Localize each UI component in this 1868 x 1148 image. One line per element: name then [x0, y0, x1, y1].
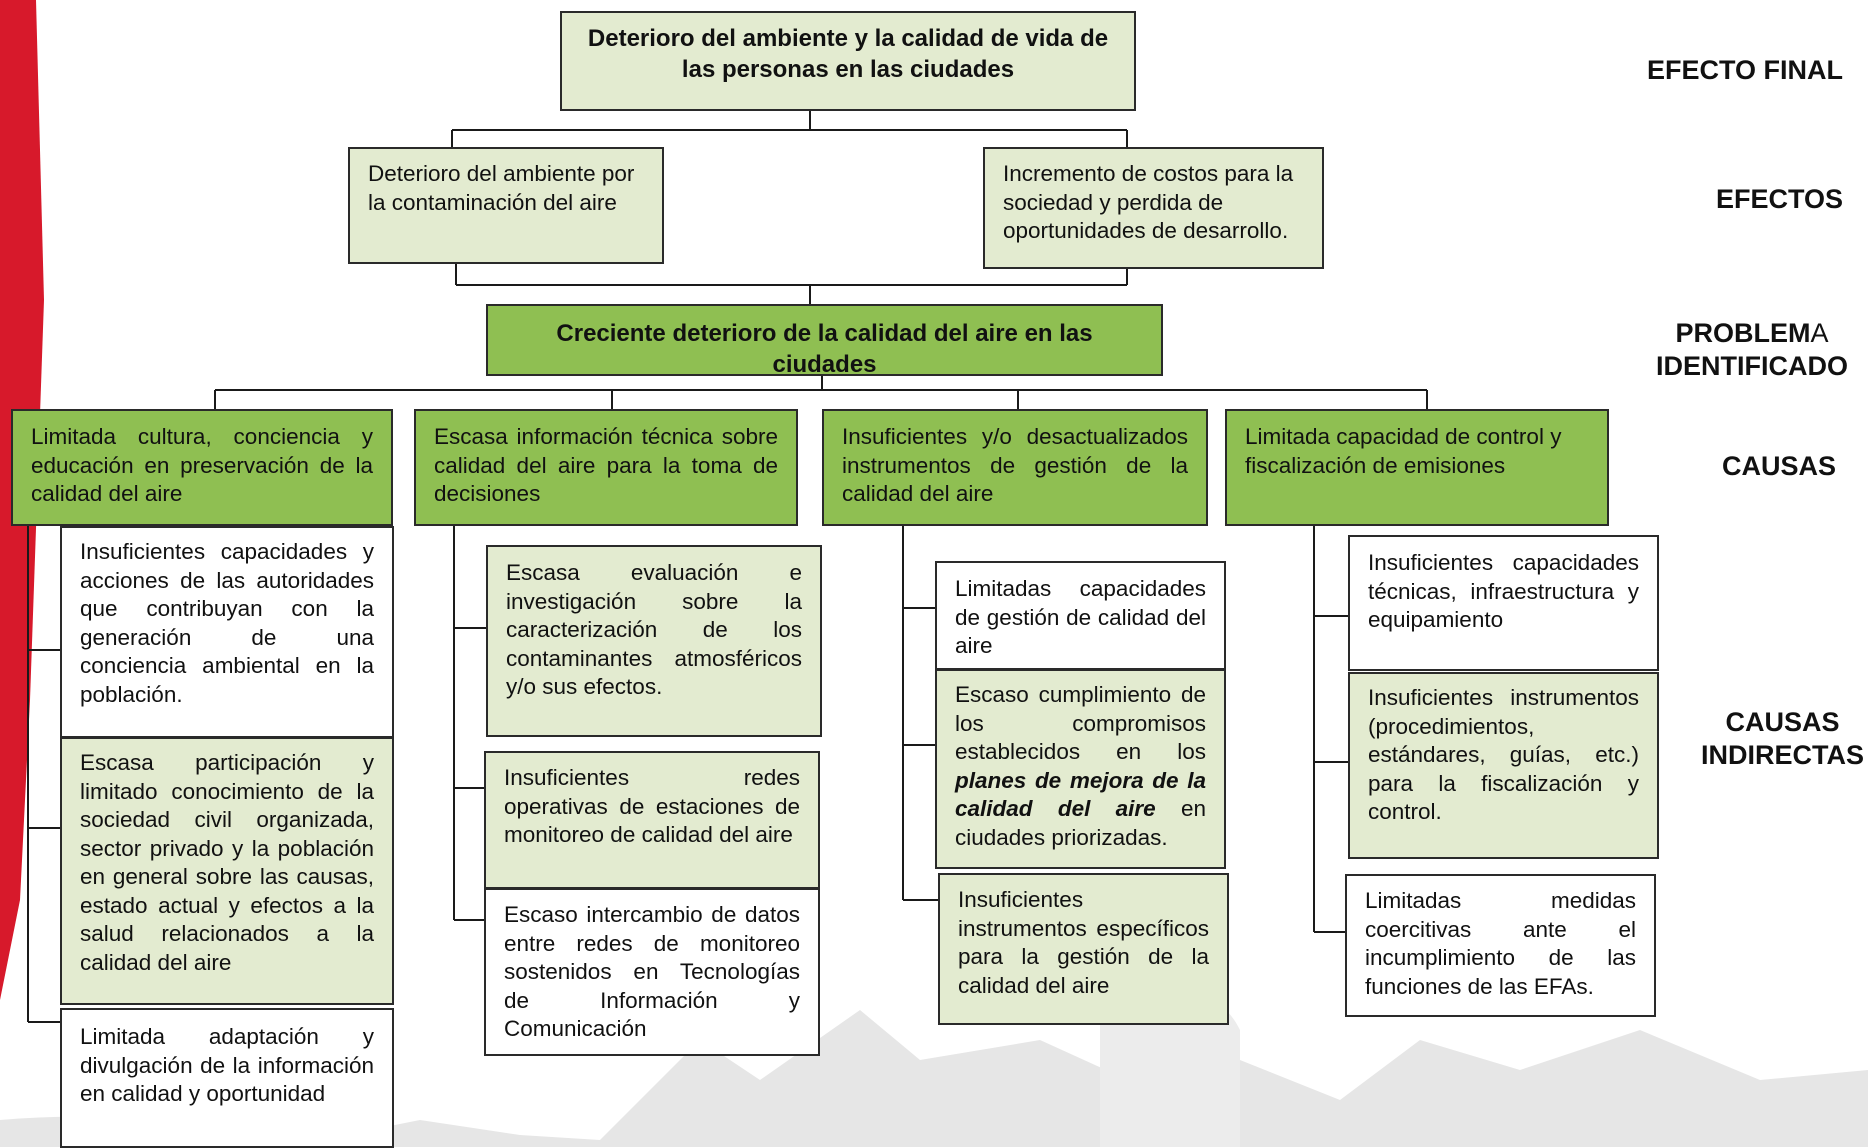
cause-text-4: Limitada capacidad de control y fiscaliz…: [1245, 424, 1562, 478]
indirect-2-1-text: Escasa evaluación e investigación sobre …: [506, 560, 802, 699]
indirect-4-2: Insuficientes instrumentos (procedimient…: [1348, 672, 1659, 859]
indirect-1-3-text: Limitada adaptación y divulgación de la …: [80, 1024, 374, 1106]
indirect-1-3: Limitada adaptación y divulgación de la …: [60, 1008, 394, 1148]
indirect-3-1-text: Limitadas capacidades de gestión de cali…: [955, 576, 1206, 658]
cause-text-1: Limitada cultura, conciencia y educación…: [31, 424, 373, 506]
indirect-3-2-emphasis: planes de mejora de la calidad del aire: [955, 767, 1206, 822]
effect-box-2: Incremento de costos para la sociedad y …: [983, 147, 1324, 269]
cause-text-3: Insuficientes y/o desactualizados instru…: [842, 424, 1188, 506]
indirect-3-3-text: Insuficientes instrumentos específicos p…: [958, 887, 1209, 998]
label-final-effect-text: EFECTO FINAL: [1646, 55, 1843, 85]
indirect-1-2-text: Escasa participación y limitado conocimi…: [80, 750, 374, 975]
effect-box-1: Deterioro del ambiente por la contaminac…: [348, 147, 664, 264]
indirect-1-2: Escasa participación y limitado conocimi…: [60, 737, 394, 1005]
indirect-3-2: Escaso cumplimiento de los compromisos e…: [935, 669, 1226, 869]
label-problem-text-c: IDENTIFICADO: [1656, 351, 1848, 381]
indirect-4-1-text: Insuficientes capacidades técnicas, infr…: [1368, 550, 1639, 632]
final-effect-box: Deterioro del ambiente y la calidad de v…: [560, 11, 1136, 111]
indirect-3-2-post: en ciudades priorizadas.: [955, 796, 1206, 850]
problem-text: Creciente deterioro de la calidad del ai…: [556, 320, 1093, 376]
effect-text-1: Deterioro del ambiente por la contaminac…: [368, 161, 635, 215]
label-effects: EFECTOS: [1716, 183, 1843, 216]
indirect-2-3-text: Escaso intercambio de datos entre redes …: [504, 902, 800, 1041]
label-effects-text: EFECTOS: [1715, 184, 1843, 214]
label-causes-text: CAUSAS: [1721, 451, 1836, 481]
mountain-silhouette: [0, 1010, 1868, 1147]
indirect-3-3: Insuficientes instrumentos específicos p…: [938, 873, 1229, 1025]
indirect-2-3: Escaso intercambio de datos entre redes …: [484, 888, 820, 1056]
indirect-2-1: Escasa evaluación e investigación sobre …: [486, 545, 822, 737]
indirect-3-2-pre: Escaso cumplimiento de los compromisos e…: [955, 682, 1206, 764]
label-indirect-causes: CAUSAS INDIRECTAS: [1701, 706, 1864, 772]
indirect-3-1: Limitadas capacidades de gestión de cali…: [935, 561, 1226, 670]
indirect-1-1-text: Insuficientes capacidades y acciones de …: [80, 539, 374, 707]
effect-text-2: Incremento de costos para la sociedad y …: [1003, 161, 1294, 243]
cause-box-4: Limitada capacidad de control y fiscaliz…: [1225, 409, 1609, 526]
label-final-effect: EFECTO FINAL: [1647, 54, 1843, 87]
indirect-2-2: Insuficientes redes operativas de estaci…: [484, 751, 820, 889]
indirect-4-1: Insuficientes capacidades técnicas, infr…: [1348, 535, 1659, 671]
label-causes: CAUSAS: [1722, 450, 1836, 483]
problem-box: Creciente deterioro de la calidad del ai…: [486, 304, 1163, 376]
final-effect-text: Deterioro del ambiente y la calidad de v…: [587, 25, 1109, 83]
label-indirect-text-a: CAUSAS: [1725, 707, 1840, 737]
indirect-4-2-text: Insuficientes instrumentos (procedimient…: [1368, 685, 1639, 824]
indirect-4-3: Limitadas medidas coercitivas ante el in…: [1345, 874, 1656, 1017]
cause-box-1: Limitada cultura, conciencia y educación…: [11, 409, 393, 526]
cause-text-2: Escasa información técnica sobre calidad…: [434, 424, 778, 506]
indirect-1-1: Insuficientes capacidades y acciones de …: [60, 526, 394, 738]
label-problem: PROBLEMA IDENTIFICADO: [1656, 317, 1848, 383]
indirect-4-3-text: Limitadas medidas coercitivas ante el in…: [1365, 888, 1636, 999]
label-problem-text-b: A: [1810, 318, 1829, 348]
cause-box-2: Escasa información técnica sobre calidad…: [414, 409, 798, 526]
cause-box-3: Insuficientes y/o desactualizados instru…: [822, 409, 1208, 526]
indirect-2-2-text: Insuficientes redes operativas de estaci…: [504, 765, 800, 847]
label-problem-text-a: PROBLEM: [1675, 318, 1811, 348]
label-indirect-text-b: INDIRECTAS: [1700, 740, 1864, 770]
